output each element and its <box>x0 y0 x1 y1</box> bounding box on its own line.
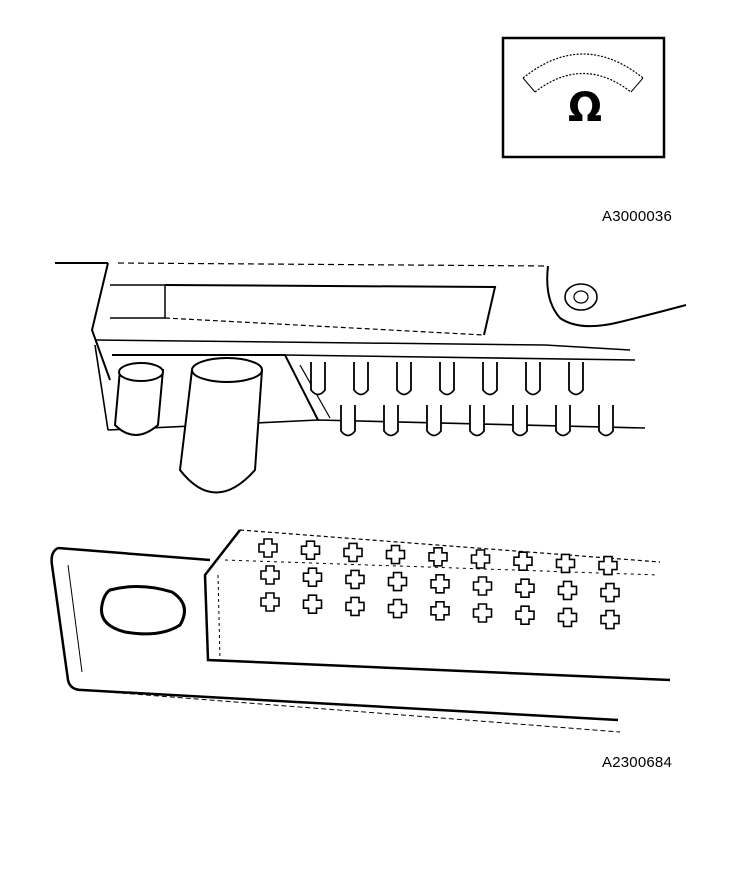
connector-pin <box>598 405 614 437</box>
socket-cavity <box>515 578 535 598</box>
socket-cavity <box>387 571 408 592</box>
socket-cavity <box>513 551 533 571</box>
socket-cavity <box>385 544 406 565</box>
socket-cavity <box>515 605 535 625</box>
figure-code-top: A3000036 <box>602 208 673 225</box>
connector-pin <box>340 405 356 437</box>
connector-pin <box>568 362 584 396</box>
connector-plug-body <box>50 529 671 733</box>
socket-cavity <box>345 596 365 617</box>
figure-code-bottom: A2300684 <box>602 754 673 771</box>
connector-pin <box>383 405 399 437</box>
socket-cavity <box>302 567 323 587</box>
right-cylinder <box>178 357 264 494</box>
mount-hole <box>564 283 598 311</box>
connector-pin <box>310 362 326 396</box>
socket-cavity <box>258 538 278 558</box>
socket-cavity <box>260 565 280 585</box>
socket-cavity <box>300 540 321 560</box>
pin-row-bottom <box>340 405 614 437</box>
socket-cavity <box>555 553 576 574</box>
ohmmeter-icon <box>501 36 666 159</box>
socket-cavity <box>470 549 491 569</box>
socket-cavity <box>387 598 408 619</box>
connector-pin <box>525 362 541 396</box>
connector-pin <box>353 362 369 396</box>
socket-cavity <box>430 601 450 621</box>
connector-pin <box>426 405 442 437</box>
connector-pin <box>512 405 528 437</box>
socket-cavity <box>557 607 578 628</box>
pin-row-top <box>310 362 584 396</box>
connector-pin <box>396 362 412 396</box>
connector-pin <box>482 362 498 396</box>
left-cylinder <box>113 362 165 436</box>
socket-cavity <box>598 555 618 576</box>
socket-cavity <box>557 580 578 601</box>
ohm-symbol: Ω <box>567 85 602 131</box>
socket-cavity <box>600 582 620 603</box>
socket-cavity <box>472 576 493 596</box>
socket-cavity <box>428 547 448 567</box>
socket-cavity <box>260 592 280 612</box>
socket-array <box>258 538 620 630</box>
socket-cavity <box>345 569 365 590</box>
plug-mount-hole <box>99 585 186 636</box>
connector-pin <box>469 405 485 437</box>
socket-cavity <box>430 574 450 594</box>
socket-cavity <box>343 542 363 563</box>
socket-cavity <box>302 594 323 614</box>
socket-cavity <box>472 603 493 623</box>
connector-pin <box>555 405 571 437</box>
socket-cavity <box>600 609 620 630</box>
control-unit-body <box>55 262 687 431</box>
connector-pin <box>439 362 455 396</box>
